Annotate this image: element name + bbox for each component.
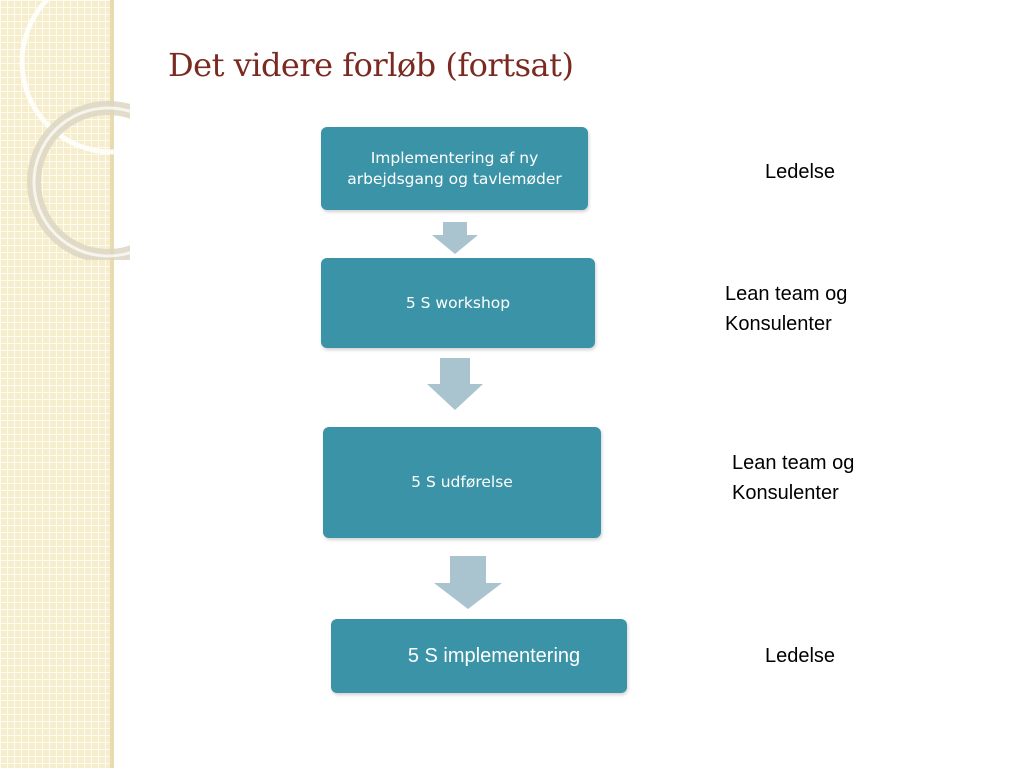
flow-box-5s-udforelse: 5 S udførelse: [323, 427, 601, 538]
role-label-ledelse: Ledelse: [765, 161, 836, 183]
side-panel-edge: [110, 0, 114, 768]
flow-box-5s-implementering: 5 S implementering: [331, 619, 627, 693]
slide-title: Det videre forløb (fortsat): [168, 46, 574, 84]
role-label-lean-team-og-konsulenter: Lean team og Konsulenter: [725, 283, 848, 335]
flow-box-label: 5 S workshop: [405, 293, 511, 312]
flow-box-implementering-af-ny-arbejdsgang: Implementering af ny arbejdsgang og tavl…: [321, 127, 588, 210]
flow-box-label: 5 S implementering: [407, 645, 581, 667]
down-arrow-icon: [432, 222, 478, 254]
down-arrow-icon: [434, 556, 502, 609]
flow-box-label: 5 S udførelse: [411, 473, 513, 492]
decorative-rings: [19, 0, 130, 260]
down-arrow-icon: [427, 358, 483, 410]
role-label-ledelse: Ledelse: [765, 645, 836, 667]
role-label-lean-team-og-konsulenter: Lean team og Konsulenter: [732, 452, 855, 504]
flow-box-label: Implementering af ny arbejdsgang og tavl…: [347, 149, 562, 188]
flow-box-5s-workshop: 5 S workshop: [321, 258, 595, 348]
